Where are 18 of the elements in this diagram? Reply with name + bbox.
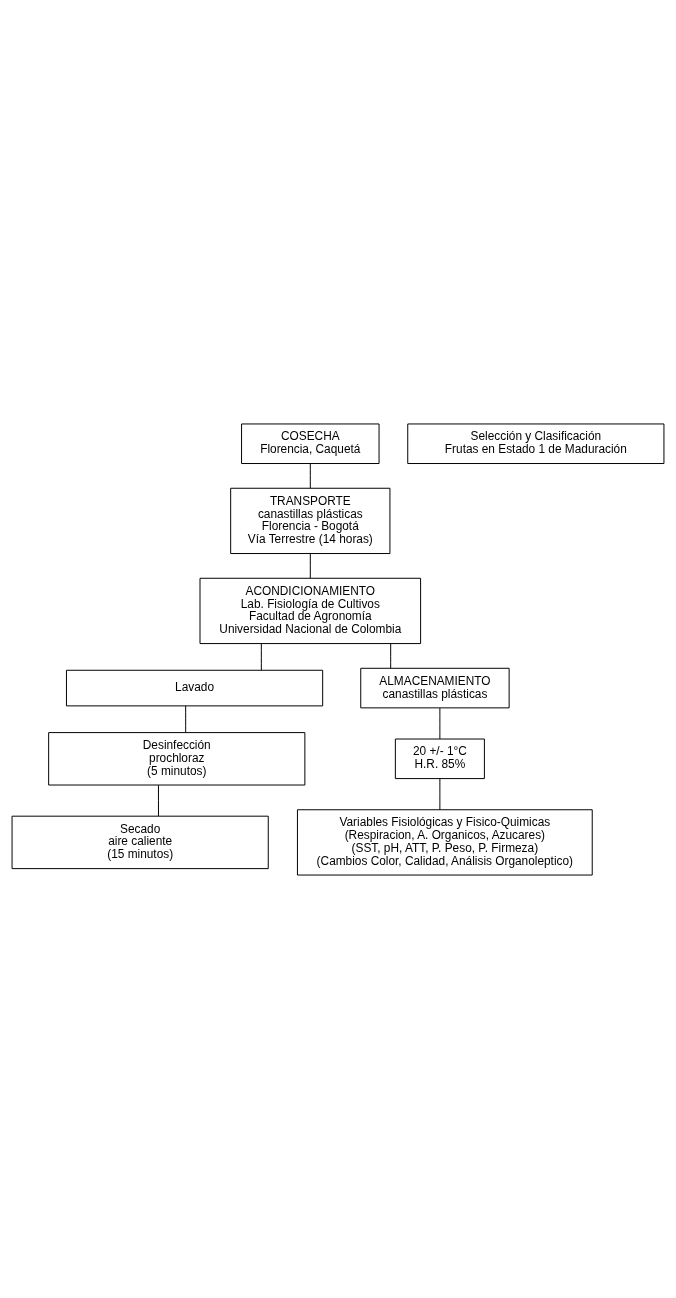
connector (390, 642, 392, 669)
connector (157, 784, 159, 817)
node-box: ACONDICIONAMIENTO Lab. Fisiología de Cultivos Facultad de Agronomía Universidad Nacional de Colombia (199, 577, 422, 644)
node-box: ALMACENAMIENTO canastillas plásticas (360, 667, 510, 708)
node-box: Lavado (65, 669, 324, 706)
connector (439, 707, 441, 739)
connector (439, 777, 441, 810)
connector (309, 552, 311, 579)
node-box: 20 +/- 1°C H.R. 85% (394, 738, 485, 779)
node-box: TRANSPORTE canastillas plásticas Florencia - Bogotá Vía Terrestre (14 horas) (230, 487, 391, 554)
connector (185, 704, 187, 733)
node-box: Variables Fisiológicas y Fisico-Quimicas (Respiracion, A. Organicos, Azucares) (SST, pH, ATT, P. Peso, P. Firmeza) (Cambios Color, Calidad, Análisis Organoleptico) (296, 808, 593, 876)
node-box: Secado aire caliente (15 minutos) (11, 815, 269, 869)
node-box: COSECHA Florencia, Caquetá (241, 422, 380, 464)
node-box: Desinfección prochloraz (5 minutos) (48, 731, 306, 785)
connector (260, 642, 262, 671)
node-box: Selección y Clasificación Frutas en Estado 1 de Maduración (407, 422, 665, 464)
connector (309, 462, 311, 489)
